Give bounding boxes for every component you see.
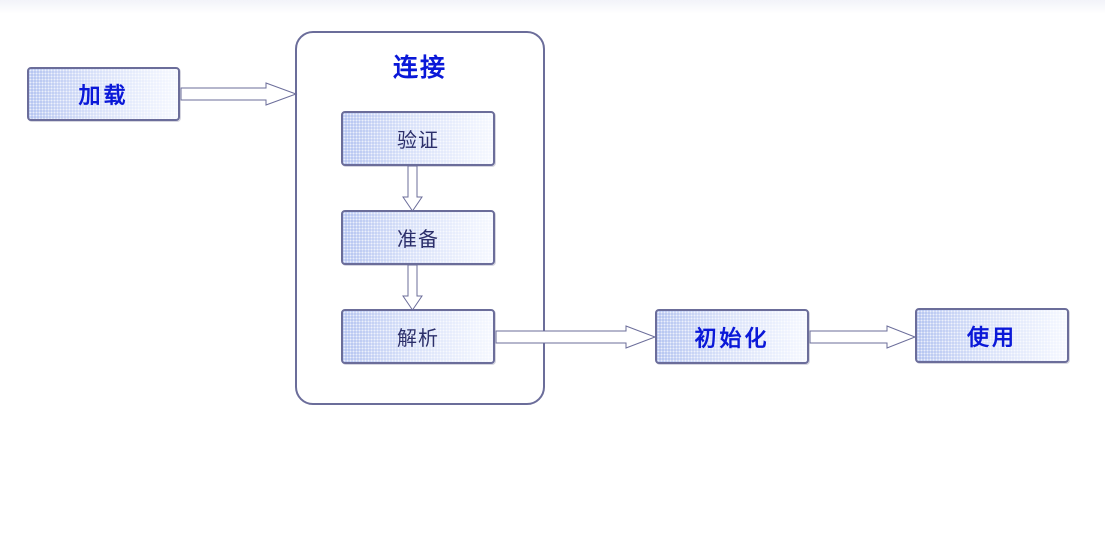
usage-node-label: 使用 [966, 325, 1017, 351]
initialization-node: 初始化 [655, 309, 809, 364]
verification-node-label: 验证 [397, 128, 439, 152]
usage-node: 使用 [915, 308, 1069, 363]
verification-node: 验证 [341, 111, 495, 166]
initialization-node-label: 初始化 [694, 326, 770, 352]
resolution-node: 解析 [341, 309, 495, 364]
arrow-load-to-link [180, 82, 298, 106]
loading-node: 加载 [27, 67, 180, 121]
arrow-init-to-use [809, 325, 917, 349]
preparation-node-label: 准备 [397, 227, 439, 251]
preparation-node: 准备 [341, 210, 495, 265]
top-band [0, 0, 1105, 14]
linking-phase-title: 连接 [392, 53, 447, 82]
resolution-node-label: 解析 [397, 326, 439, 350]
loading-node-label: 加载 [78, 84, 129, 109]
